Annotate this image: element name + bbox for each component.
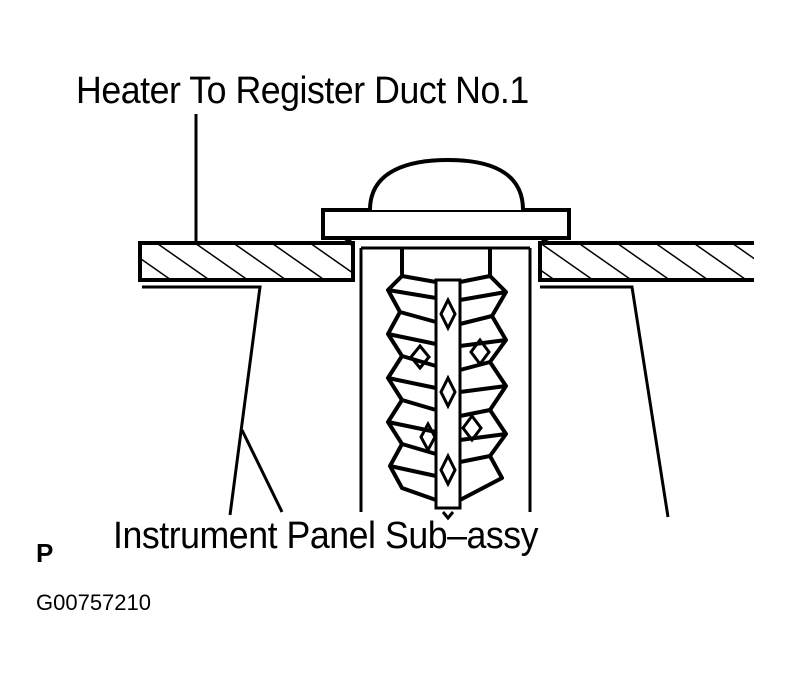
panel-label: Instrument Panel Sub–assy bbox=[113, 515, 539, 557]
duct-label: Heater To Register Duct No.1 bbox=[76, 70, 529, 112]
clip-diamond-marks bbox=[409, 296, 491, 521]
duct-plate-left bbox=[138, 241, 355, 282]
panel-contour-lines bbox=[142, 285, 670, 518]
clip-head-dome bbox=[368, 157, 525, 211]
clip-shank bbox=[386, 248, 508, 502]
panel-hole-walls bbox=[359, 246, 532, 512]
panel-leader-line bbox=[240, 429, 284, 513]
duct-plate-right bbox=[538, 241, 754, 282]
figure-code: G00757210 bbox=[36, 590, 151, 615]
view-letter: P bbox=[36, 538, 54, 568]
clip-head-flange bbox=[321, 208, 571, 240]
